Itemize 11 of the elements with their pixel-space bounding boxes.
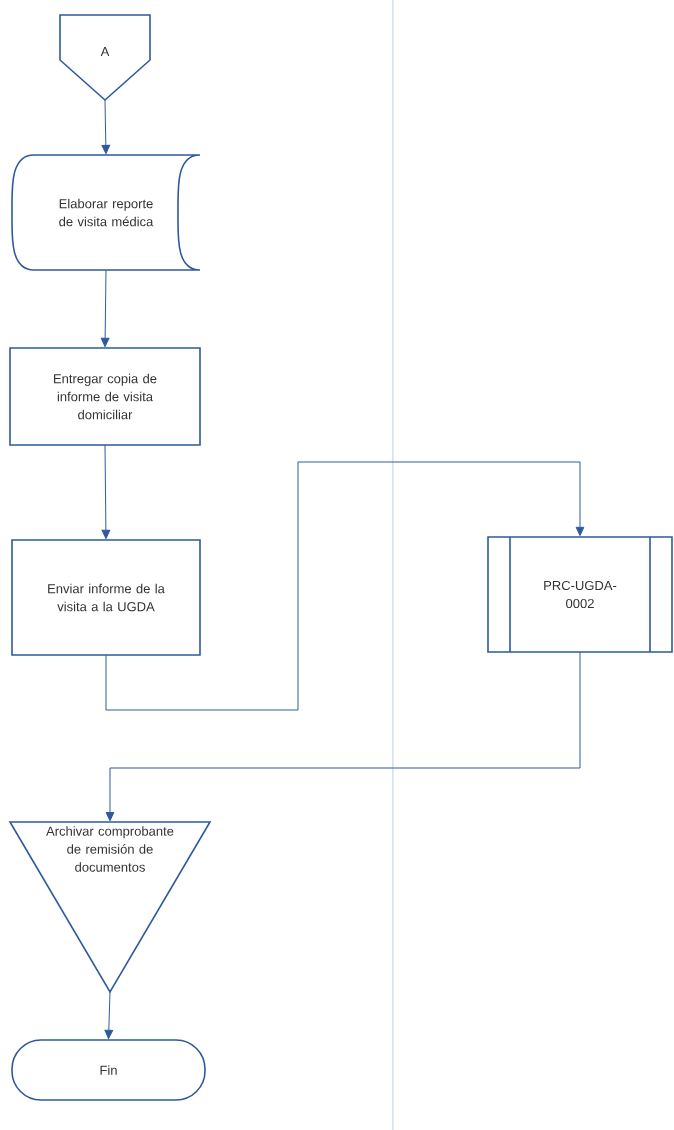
off-page-connector: A xyxy=(59,14,151,102)
process-box: Enviar informe de la visita a la UGDA xyxy=(11,539,201,656)
arrow xyxy=(105,461,585,711)
arrow xyxy=(104,991,114,1040)
arrow xyxy=(105,651,581,822)
terminator: Fin xyxy=(11,1039,206,1101)
predefined-process-box: PRC-UGDA-0002 xyxy=(487,536,673,653)
arrow xyxy=(101,444,111,540)
arrow xyxy=(100,269,110,348)
process-box: Entregar copia de informe de visita domiciliar xyxy=(9,347,201,446)
arrow xyxy=(101,99,111,155)
